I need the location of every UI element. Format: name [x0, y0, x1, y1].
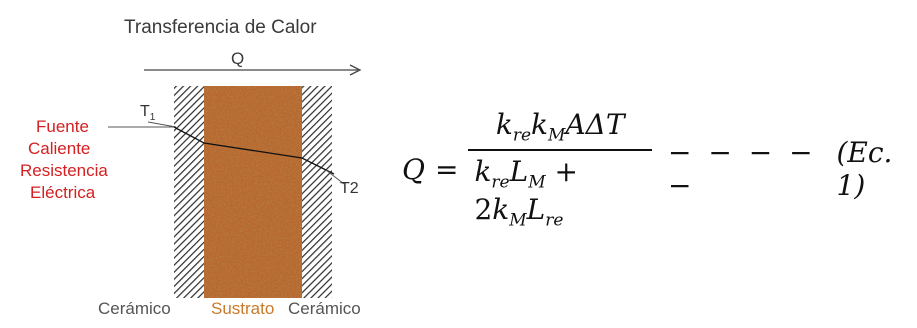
equation-lhs: Q: [402, 152, 425, 186]
heat-equation: Q = krekMAΔT kreLM + 2kMLre − − − − − (E…: [402, 108, 917, 231]
layer-label-left-ceramic: Cerámico: [98, 299, 171, 318]
t2-label: T2: [340, 180, 359, 197]
heat-source-line-1: Fuente: [36, 117, 89, 136]
diagram-title: Transferencia de Calor: [124, 17, 317, 38]
substrate-texture: [204, 86, 302, 298]
t1-label: T1: [140, 103, 156, 124]
equation-fraction: krekMAΔT kreLM + 2kMLre: [468, 107, 653, 230]
layer-label-substrate: Sustrato: [211, 299, 275, 318]
equals-sign: =: [434, 152, 459, 186]
left-ceramic-layer: [174, 86, 204, 298]
equation-reference: (Ec. 1): [836, 136, 893, 202]
heat-source-line-3: Resistencia: [20, 161, 108, 180]
t1-pointer-line: [147, 121, 177, 128]
equation-denominator: kreLM + 2kMLre: [468, 149, 653, 230]
layer-label-right-ceramic: Cerámico: [288, 299, 361, 318]
heat-flow-label: Q: [231, 49, 245, 68]
heat-source-line-2: Caliente: [28, 139, 91, 158]
t2-leader-line: [325, 169, 345, 185]
equation-numerator: krekMAΔT: [495, 107, 625, 146]
heat-source-line-4: Eléctrica: [30, 183, 96, 202]
equation-dashes: − − − − −: [668, 136, 817, 202]
temperature-profile-line: [173, 126, 335, 175]
heat-flow-arrowhead-icon: [349, 64, 362, 76]
right-ceramic-layer: [302, 86, 332, 298]
